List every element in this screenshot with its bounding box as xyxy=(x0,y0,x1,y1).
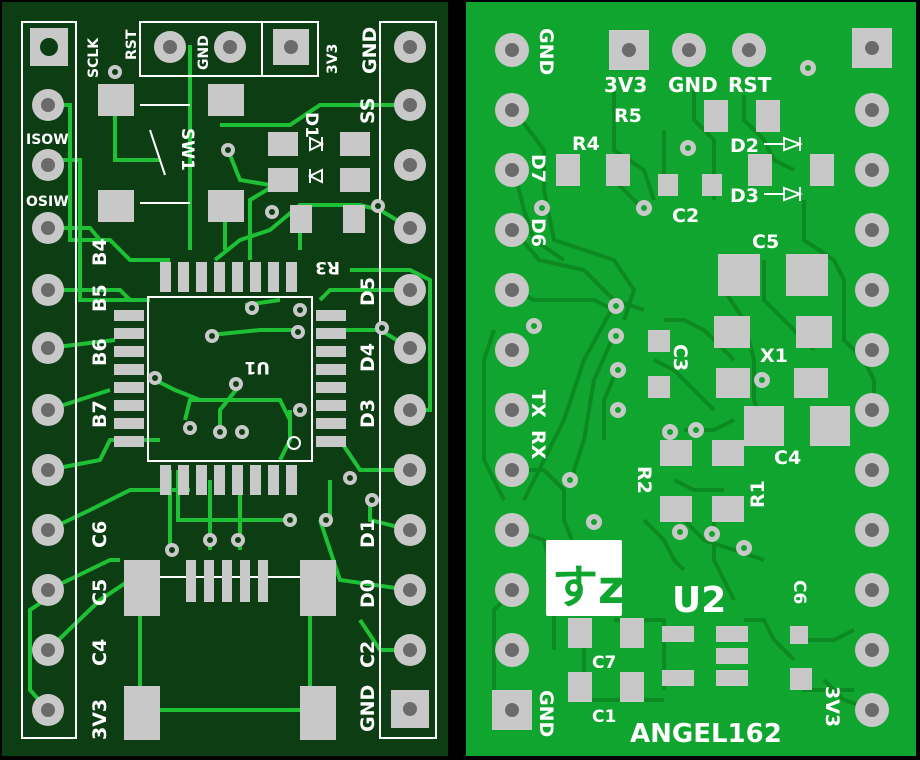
label-c6: C6 xyxy=(89,521,111,548)
label-sclk: SCLK xyxy=(86,37,102,78)
label-c4: C4 xyxy=(89,639,111,666)
label-r5: R5 xyxy=(614,105,642,127)
label-d7: D7 xyxy=(527,154,549,183)
left-header-outline xyxy=(21,21,77,739)
left-board-silkscreen xyxy=(21,21,437,739)
label-gnd-right: GND xyxy=(357,685,379,732)
label-d3: D3 xyxy=(357,399,379,428)
label-d4: D4 xyxy=(357,343,379,372)
label-rx: RX xyxy=(527,430,549,460)
label-c2: C2 xyxy=(672,205,699,227)
chip-label-u2: U2 xyxy=(672,580,726,621)
label-d3: D3 xyxy=(730,185,759,207)
label-c4: C4 xyxy=(774,447,801,469)
label-c5: C5 xyxy=(752,231,779,253)
left-smd-pads xyxy=(98,84,370,740)
label-gnd-right-bottom: GND xyxy=(535,690,557,737)
left-pcb-board: SCLK RST GND 3V3 GND ISOW OSIW B4 B5 B6 … xyxy=(2,2,448,756)
board-name: ANGEL162 xyxy=(630,719,782,749)
label-r3: R3 xyxy=(315,257,340,277)
label-d2: D2 xyxy=(730,135,759,157)
label-b4: B4 xyxy=(89,238,111,266)
logo-text: すz xyxy=(552,560,625,614)
label-3v3-left: 3V3 xyxy=(89,699,111,740)
label-d6: D6 xyxy=(527,218,549,247)
label-gnd-top: GND xyxy=(196,35,212,70)
label-gnd-top-right: GND xyxy=(359,27,381,74)
right-board-silkscreen xyxy=(764,136,803,202)
label-r2: R2 xyxy=(633,466,655,494)
label-c1: C1 xyxy=(592,707,616,727)
label-b7: B7 xyxy=(89,400,111,428)
label-gnd-right-top: GND xyxy=(535,28,557,75)
label-3v3-corner: 3V3 xyxy=(821,686,843,727)
label-ss: SS xyxy=(357,97,379,124)
label-u1: U1 xyxy=(244,357,270,377)
label-rst-header: RST xyxy=(728,73,772,97)
label-rst: RST xyxy=(124,29,140,60)
label-c3: C3 xyxy=(669,344,691,371)
label-d1: D1 xyxy=(357,519,379,548)
label-isow: ISOW xyxy=(26,132,69,148)
label-r4: R4 xyxy=(572,133,600,155)
label-c6: C6 xyxy=(789,580,809,604)
label-c5: C5 xyxy=(89,579,111,606)
d1-diode-icon xyxy=(307,136,325,184)
label-c7: C7 xyxy=(592,653,616,673)
label-b6: B6 xyxy=(89,338,111,366)
label-c2: C2 xyxy=(357,641,379,668)
label-d0: D0 xyxy=(357,579,379,608)
u1-outline xyxy=(147,296,313,462)
right-pcb-board: すz GND D7 D6 TX RX GND 3V3 GND RST R5 R4… xyxy=(466,2,916,756)
label-b5: B5 xyxy=(89,284,111,312)
logo-icon: すz xyxy=(546,540,625,616)
label-x1: X1 xyxy=(760,345,788,367)
label-tx: TX xyxy=(527,390,549,418)
label-sw1: SW1 xyxy=(177,128,197,171)
left-header-pads xyxy=(30,28,429,728)
label-3v3-top: 3V3 xyxy=(325,44,341,74)
label-3v3-header: 3V3 xyxy=(604,73,647,97)
label-gnd-header: GND xyxy=(668,73,718,97)
right-header-outline xyxy=(379,21,437,739)
label-d1-component: D1 xyxy=(301,112,321,138)
right-smd-pads xyxy=(556,100,850,702)
right-board-substrate xyxy=(466,2,916,756)
label-r1: R1 xyxy=(747,480,769,508)
label-osiw: OSIW xyxy=(26,194,69,210)
label-d5: D5 xyxy=(357,277,379,306)
u1-pins xyxy=(114,262,346,495)
